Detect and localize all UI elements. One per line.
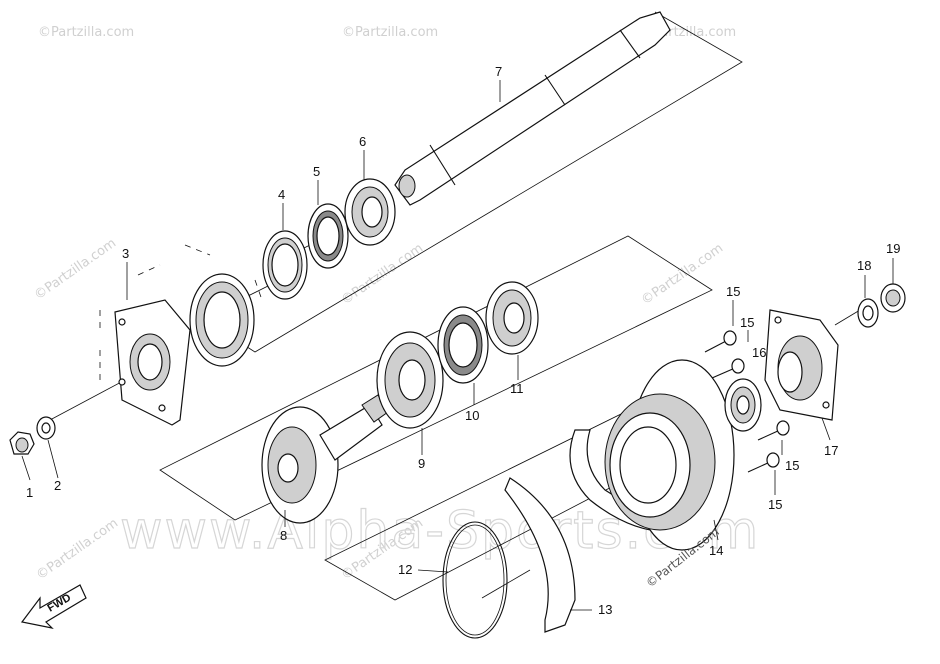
part-bearing-race [262, 230, 308, 300]
label-part-8: 8 [280, 528, 287, 543]
part-bolt [711, 358, 745, 379]
part-bolt [757, 420, 790, 441]
label-part-4: 4 [278, 187, 285, 202]
label-part-19: 19 [886, 241, 900, 256]
label-part-10: 10 [465, 408, 479, 423]
label-part-18: 18 [857, 258, 871, 273]
label-part-6: 6 [359, 134, 366, 149]
part-washer [36, 416, 56, 440]
frame-gear-assembly [159, 235, 713, 521]
label-part-17: 17 [824, 443, 838, 458]
part-output-flange [764, 309, 839, 421]
watermark-small: ©Partzilla.com [342, 25, 438, 40]
label-part-15: 15 [740, 315, 754, 330]
label-part-9: 9 [418, 456, 425, 471]
label-part-15: 15 [785, 458, 799, 473]
part-nut-19 [880, 283, 906, 313]
part-ball-bearing-9 [376, 331, 444, 429]
label-part-2: 2 [54, 478, 61, 493]
label-part-16: 16 [752, 345, 766, 360]
part-nut [9, 431, 35, 455]
part-oil-seal [189, 273, 255, 367]
part-ball-bearing-top [344, 178, 396, 246]
label-part-3: 3 [122, 246, 129, 261]
part-needle-bearing-10 [437, 306, 489, 384]
label-part-5: 5 [313, 164, 320, 179]
label-part-15: 15 [726, 284, 740, 299]
part-bolt [747, 452, 780, 473]
part-drive-shaft [394, 11, 671, 206]
label-part-7: 7 [495, 64, 502, 79]
part-needle-bearing [307, 203, 349, 269]
frame-shaft-assembly [229, 11, 743, 353]
part-seal-16 [724, 378, 762, 432]
watermark-small: ©Partzilla.com [34, 516, 121, 583]
label-part-11: 11 [510, 381, 524, 396]
direction-arrow: FWD [20, 584, 87, 629]
part-labels: 1 2 3 4 5 6 7 8 9 10 11 12 13 14 15 15 1… [26, 64, 900, 617]
part-shim [504, 477, 576, 633]
label-part-14: 14 [709, 543, 723, 558]
part-washer-18 [857, 298, 879, 328]
watermark-small: ©Partzilla.com [339, 241, 426, 308]
leader-lines [21, 80, 894, 611]
part-bolts [704, 330, 790, 473]
watermark-small: ©Partzilla.com [32, 236, 119, 303]
part-flange-housing [99, 244, 263, 426]
label-part-13: 13 [598, 602, 612, 617]
part-bevel-gear [261, 394, 389, 524]
part-bolt [704, 330, 737, 353]
label-part-15: 15 [768, 497, 782, 512]
label-part-12: 12 [398, 562, 412, 577]
part-o-ring [442, 521, 508, 639]
part-gear-case [569, 359, 735, 551]
watermark-small: ©Partzilla.com [38, 25, 134, 40]
label-part-1: 1 [26, 485, 33, 500]
part-ball-bearing-11 [485, 281, 539, 355]
